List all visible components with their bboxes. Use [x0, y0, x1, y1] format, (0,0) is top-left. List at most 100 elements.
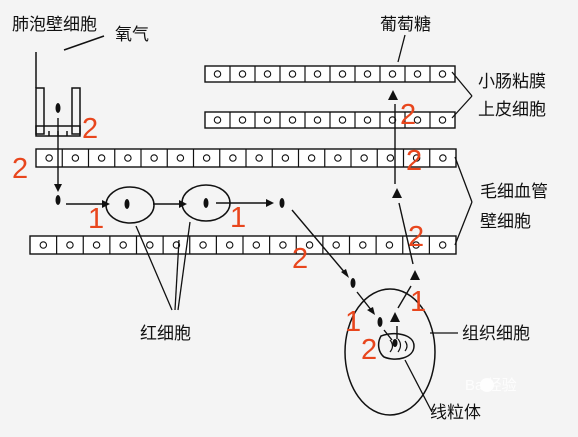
capillary-label-line1: 毛细血管: [480, 182, 548, 202]
tissue-cell-label: 组织细胞: [462, 324, 530, 344]
cell-nucleus: [388, 70, 397, 78]
cell-nucleus: [332, 241, 340, 249]
glucose-label: 葡萄糖: [380, 15, 431, 35]
red-blood-cell-label: 红细胞: [140, 324, 191, 344]
intestine-label-line1: 小肠粘膜: [478, 72, 546, 92]
glucose-molecule: [392, 188, 402, 198]
cell-nucleus: [307, 154, 316, 162]
oxygen-molecule: [350, 278, 356, 288]
cell-nucleus: [438, 70, 447, 78]
cell-nucleus: [334, 154, 342, 162]
cell-nucleus: [438, 116, 447, 124]
red-blood-cell-1: [105, 186, 155, 224]
oxygen-molecule: [124, 199, 130, 209]
step-marker: 1: [345, 306, 361, 338]
step-marker: 2: [12, 153, 28, 185]
cell-nucleus: [363, 70, 372, 78]
molecules: [55, 90, 420, 347]
cell-nucleus: [39, 241, 48, 249]
capillary-label-line2: 壁细胞: [480, 212, 531, 232]
alveolar-wall-label: 肺泡壁细胞: [12, 15, 97, 35]
cell-nucleus: [150, 154, 158, 162]
cell-nucleus: [263, 116, 272, 124]
paw-icon: [480, 378, 494, 392]
glucose-molecule: [410, 270, 420, 280]
cell-nucleus: [359, 241, 367, 249]
cell-nucleus: [238, 70, 247, 78]
step-marker: 2: [406, 145, 422, 177]
cell-nucleus: [413, 70, 422, 78]
cell-nucleus: [202, 154, 211, 162]
watermark: Bai经验: [465, 377, 517, 394]
intestine-strip-bottom: [204, 111, 456, 129]
arrow-heads: [54, 184, 375, 315]
cell-nucleus: [255, 154, 263, 162]
oxygen-molecule: [55, 195, 61, 205]
cell-nucleus: [305, 241, 314, 249]
watermark-text: Bai经验: [465, 377, 517, 394]
step-marker: 2: [292, 243, 308, 275]
step-marker: 2: [82, 113, 98, 145]
cell-nucleus: [386, 154, 395, 162]
cell-nucleus: [172, 241, 181, 249]
cell-nucleus: [288, 116, 297, 124]
capillary-strip-top: [35, 148, 457, 168]
arrows: [57, 104, 414, 341]
cell-nucleus: [66, 241, 74, 249]
cell-nucleus: [71, 154, 80, 162]
intestine-strip-top: [204, 65, 456, 83]
cell-nucleus: [176, 154, 185, 162]
glucose-molecule: [390, 312, 400, 322]
cell-nucleus: [438, 241, 447, 249]
step-marker: 2: [408, 221, 424, 253]
step-marker: 1: [410, 286, 426, 318]
mitochondria-label: 线粒体: [430, 403, 481, 423]
cell-nucleus: [238, 116, 247, 124]
cell-nucleus: [119, 241, 127, 249]
cell-nucleus: [412, 241, 420, 249]
cell-strips: [29, 65, 457, 255]
cell-nucleus: [263, 70, 272, 78]
oxygen-molecule: [279, 198, 285, 208]
cell-nucleus: [412, 154, 421, 162]
capillary-strip-bottom: [29, 235, 457, 255]
cell-nucleus: [92, 241, 101, 249]
cell-nucleus: [363, 116, 372, 124]
cell-nucleus: [338, 70, 347, 78]
mitochondria: [377, 333, 415, 360]
cell-nucleus: [213, 116, 222, 124]
cell-nucleus: [281, 154, 290, 162]
cell-nucleus: [229, 154, 237, 162]
cell-nucleus: [97, 154, 106, 162]
mitochondria-folds: [389, 338, 408, 353]
cell-nucleus: [45, 154, 53, 162]
intestine-label-line2: 上皮细胞: [478, 100, 546, 120]
cell-nucleus: [413, 116, 422, 124]
oxygen-label: 氧气: [115, 25, 149, 45]
cell-nucleus: [146, 241, 154, 249]
cell-nucleus: [199, 241, 207, 249]
cell-nucleus: [288, 70, 297, 78]
cell-nucleus: [252, 241, 261, 249]
cell-nucleus: [385, 241, 394, 249]
cell-nucleus: [225, 241, 234, 249]
leader-lines: [135, 34, 473, 413]
cell-nucleus: [124, 154, 132, 162]
step-marker: 2: [400, 99, 416, 131]
cell-nucleus: [439, 154, 447, 162]
cell-nucleus: [338, 116, 347, 124]
cell-nucleus: [213, 70, 222, 78]
cell-nucleus: [313, 70, 322, 78]
step-marker: 2: [361, 334, 377, 366]
oxygen-molecule: [55, 103, 61, 113]
step-marker: 1: [88, 203, 104, 235]
oxygen-molecule: [377, 317, 383, 327]
cell-nucleus: [313, 116, 322, 124]
tissue-cell: [344, 288, 436, 416]
oxygen-molecule: [392, 339, 398, 347]
step-marker: 1: [230, 202, 246, 234]
glucose-molecule: [388, 90, 398, 100]
cell-nucleus: [279, 241, 287, 249]
cell-nucleus: [360, 154, 368, 162]
